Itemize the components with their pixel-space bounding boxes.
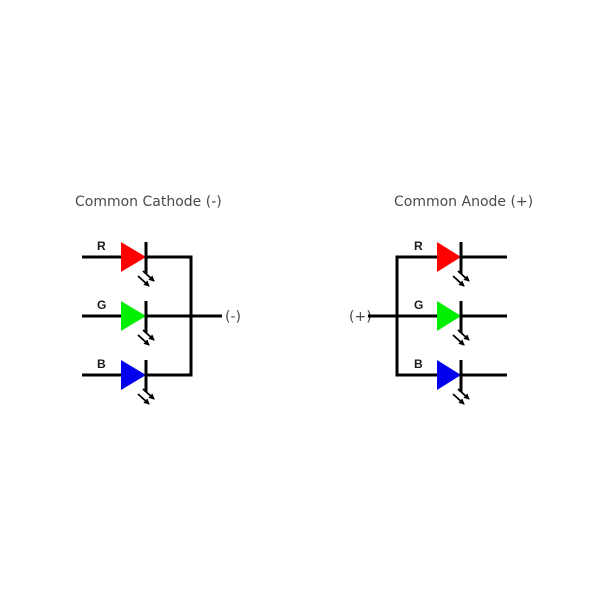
diode-triangle: [437, 301, 461, 331]
led-label: B: [97, 357, 106, 371]
led-label: G: [97, 298, 106, 312]
cathode-led-g: G: [82, 298, 222, 346]
anode-led-b: B: [397, 357, 507, 405]
cathode-terminal-label: (-): [225, 309, 241, 325]
anode-title: Common Anode (+): [394, 194, 533, 210]
cathode-title: Common Cathode (-): [75, 194, 222, 210]
anode-terminal-label: (+): [349, 309, 372, 325]
anode-led-r: R: [397, 239, 507, 287]
diode-triangle: [121, 242, 146, 272]
common-cathode-diagram: Common Cathode (-) R G B: [75, 194, 241, 405]
anode-led-g: G: [397, 298, 507, 346]
light-emission-icon: [137, 388, 155, 405]
led-label: G: [414, 298, 423, 312]
light-emission-icon: [137, 329, 155, 346]
led-label: R: [414, 239, 423, 253]
led-label: R: [97, 239, 106, 253]
diode-triangle: [437, 360, 461, 390]
diode-triangle: [121, 301, 146, 331]
light-emission-icon: [137, 270, 155, 287]
cathode-led-b: B: [82, 357, 191, 405]
diode-triangle: [437, 242, 461, 272]
light-emission-icon: [452, 388, 470, 405]
cathode-led-r: R: [82, 239, 191, 287]
light-emission-icon: [452, 270, 470, 287]
led-label: B: [414, 357, 423, 371]
common-anode-diagram: Common Anode (+) (+) R G: [349, 194, 533, 405]
light-emission-icon: [452, 329, 470, 346]
diode-triangle: [121, 360, 146, 390]
